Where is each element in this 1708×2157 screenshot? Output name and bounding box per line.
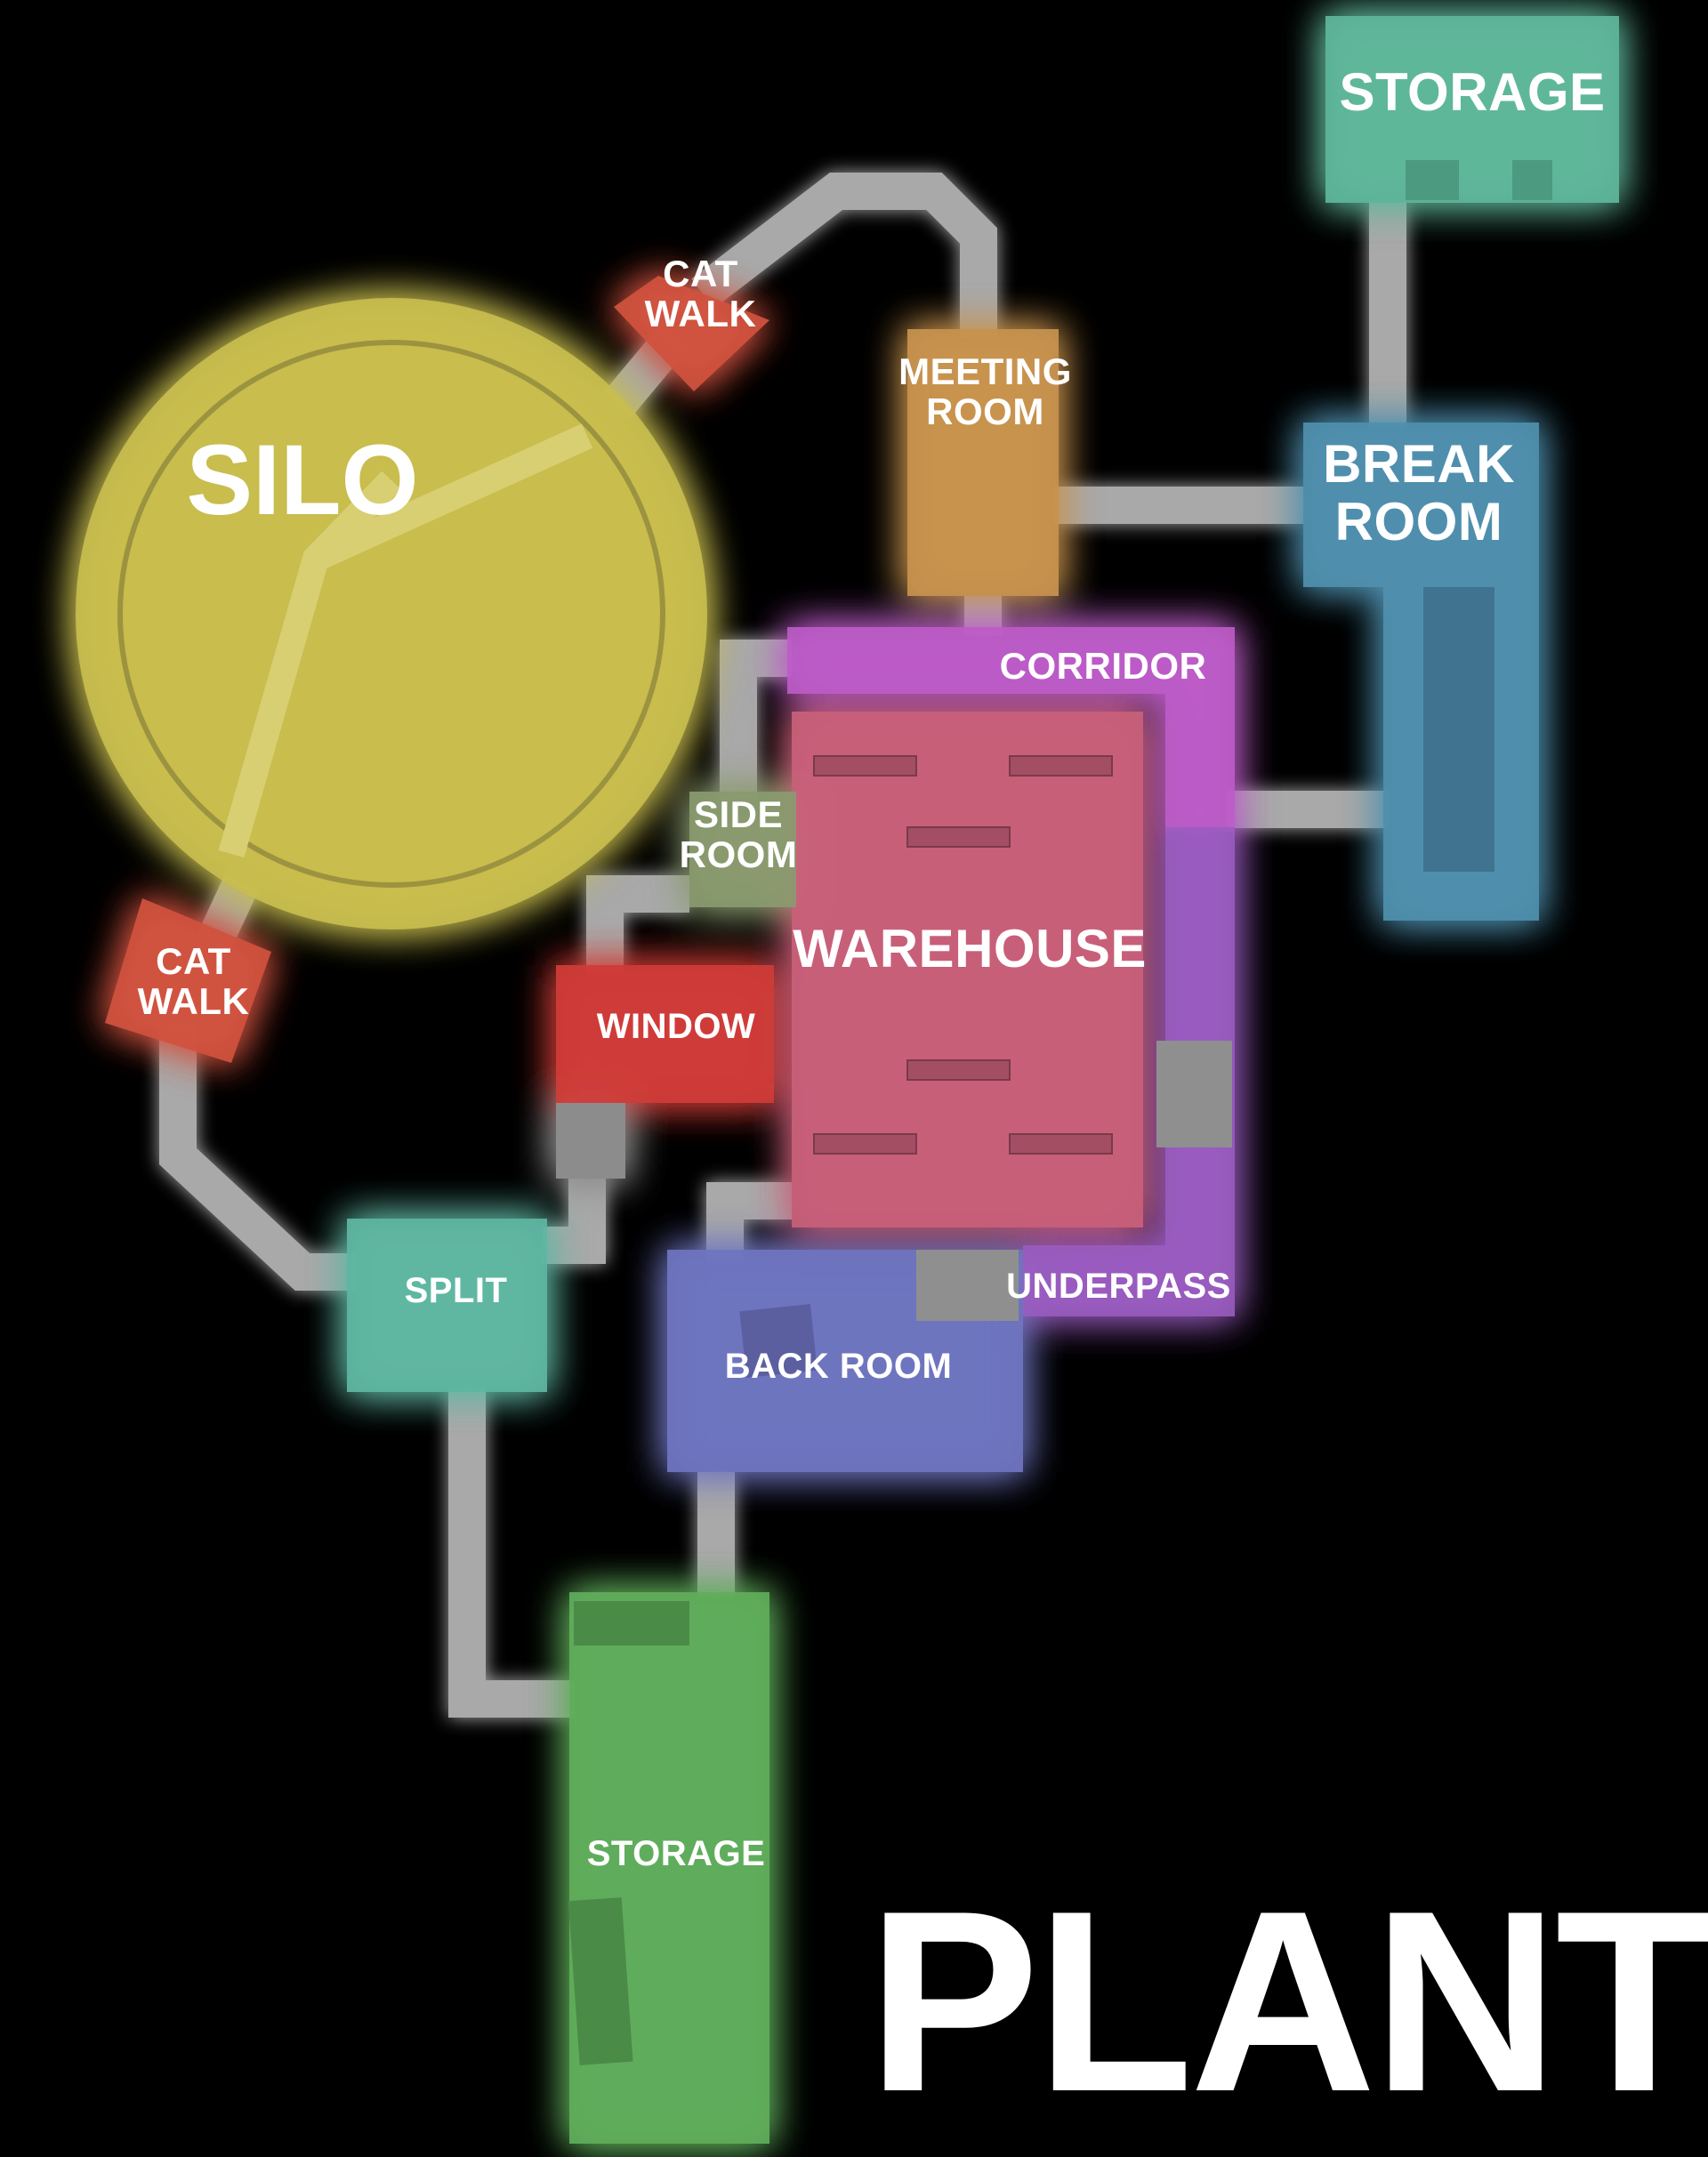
room-split[interactable] bbox=[347, 1219, 547, 1392]
storage-crate bbox=[574, 1601, 689, 1646]
corridor-stairs bbox=[1156, 1041, 1232, 1147]
label-split: SPLIT bbox=[404, 1271, 508, 1310]
label-underpass: UNDERPASS bbox=[1006, 1267, 1231, 1306]
label-catwalk-left: CAT WALK bbox=[137, 940, 250, 1023]
hallway-split-storage bbox=[448, 1388, 574, 1718]
label-warehouse: WAREHOUSE bbox=[793, 919, 1147, 978]
room-storage-top[interactable] bbox=[1325, 16, 1619, 203]
hallway-catwalk-meeting bbox=[691, 173, 997, 338]
label-break-room: BREAK ROOM bbox=[1323, 434, 1515, 551]
storage-crate bbox=[1406, 160, 1459, 200]
room-silo[interactable] bbox=[76, 298, 707, 930]
room-catwalk-left[interactable] bbox=[105, 898, 271, 1063]
break-room-counter bbox=[1423, 587, 1494, 872]
label-side-room: SIDE ROOM bbox=[679, 793, 798, 876]
label-back-room: BACK ROOM bbox=[724, 1347, 953, 1386]
map-details bbox=[117, 160, 1552, 2065]
silo-catwalk-branch bbox=[310, 423, 593, 571]
warehouse-shelf bbox=[813, 755, 917, 777]
warehouse-shelf bbox=[906, 826, 1011, 848]
warehouse-shelf bbox=[813, 1133, 917, 1155]
hallway-warehouse-backroom bbox=[706, 1182, 792, 1263]
warehouse-shelf bbox=[906, 1059, 1011, 1081]
storage-crate bbox=[1512, 160, 1552, 200]
room-stairs-window bbox=[556, 1103, 625, 1179]
room-underpass[interactable] bbox=[1023, 827, 1235, 1316]
room-catwalk-top[interactable] bbox=[614, 276, 769, 391]
warehouse-shelf bbox=[1009, 1133, 1113, 1155]
label-catwalk-top: CAT WALK bbox=[644, 253, 757, 335]
room-meeting-room[interactable] bbox=[907, 329, 1059, 596]
hallway-corridor-sideroom bbox=[720, 640, 792, 801]
label-meeting-room: MEETING ROOM bbox=[898, 350, 1072, 433]
label-silo: SILO bbox=[186, 424, 419, 535]
hallways bbox=[159, 173, 1406, 1718]
label-window: WINDOW bbox=[596, 1007, 756, 1046]
underpass-stairs bbox=[916, 1250, 1019, 1321]
backroom-crate bbox=[739, 1304, 818, 1378]
silo-inner-ring bbox=[117, 340, 665, 888]
room-corridor[interactable] bbox=[787, 627, 1235, 832]
rooms bbox=[76, 16, 1619, 2144]
label-storage-top: STORAGE bbox=[1339, 62, 1606, 122]
room-side-room[interactable] bbox=[689, 792, 796, 907]
map-title: PLANT bbox=[867, 1857, 1708, 2145]
label-corridor: CORRIDOR bbox=[999, 645, 1207, 687]
hallway-window-split bbox=[543, 1174, 606, 1264]
hallway-catwalk-split bbox=[159, 1023, 356, 1291]
hallway-sideroom-window bbox=[586, 875, 689, 974]
storage-crate bbox=[568, 1897, 633, 2065]
warehouse-shelf bbox=[1009, 755, 1113, 777]
room-window[interactable] bbox=[556, 965, 774, 1103]
label-storage-bottom: STORAGE bbox=[586, 1834, 766, 1873]
